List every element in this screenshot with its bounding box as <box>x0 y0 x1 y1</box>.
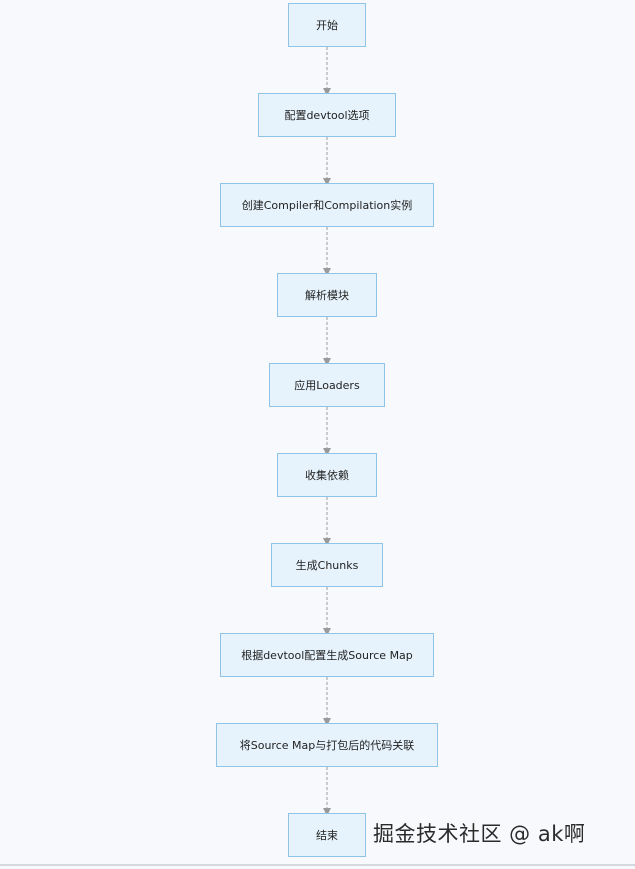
node-apply-loaders-label: 应用Loaders <box>294 379 360 392</box>
node-associate-source-map-label: 将Source Map与打包后的代码关联 <box>239 739 415 752</box>
node-associate-source-map: 将Source Map与打包后的代码关联 <box>216 723 438 767</box>
node-start: 开始 <box>288 3 366 47</box>
node-generate-source-map: 根据devtool配置生成Source Map <box>220 633 434 677</box>
node-configure-devtool-label: 配置devtool选项 <box>284 109 370 122</box>
node-start-label: 开始 <box>316 19 338 32</box>
node-configure-devtool: 配置devtool选项 <box>258 93 396 137</box>
node-end-label: 结束 <box>316 829 338 842</box>
node-collect-dependencies: 收集依赖 <box>277 453 377 497</box>
node-generate-chunks: 生成Chunks <box>271 543 383 587</box>
node-generate-chunks-label: 生成Chunks <box>295 559 359 572</box>
node-end: 结束 <box>288 813 366 857</box>
watermark-text: 掘金技术社区 @ ak啊 <box>373 822 586 846</box>
node-apply-loaders: 应用Loaders <box>269 363 385 407</box>
node-create-compiler-label: 创建Compiler和Compilation实例 <box>241 199 413 212</box>
node-parse-modules: 解析模块 <box>277 273 377 317</box>
node-create-compiler: 创建Compiler和Compilation实例 <box>220 183 434 227</box>
node-generate-source-map-label: 根据devtool配置生成Source Map <box>241 649 413 662</box>
bottom-divider <box>0 864 635 866</box>
node-parse-modules-label: 解析模块 <box>305 289 349 302</box>
node-collect-dependencies-label: 收集依赖 <box>305 469 349 482</box>
